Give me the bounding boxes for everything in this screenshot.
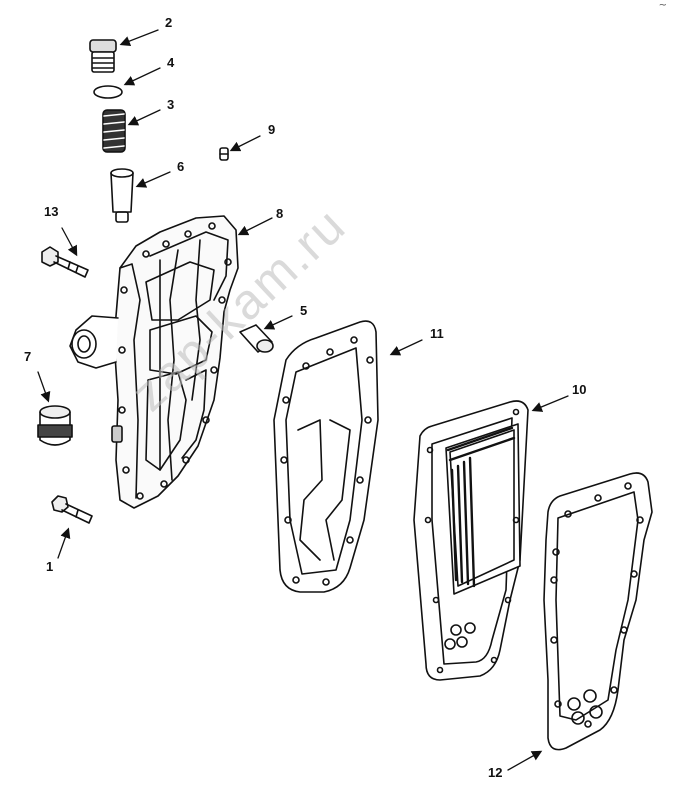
part-3-spring bbox=[102, 109, 126, 153]
part-7-plug bbox=[37, 405, 73, 446]
part-13-bolt bbox=[41, 246, 89, 278]
callout-13: 13 bbox=[44, 204, 59, 219]
callout-8: 8 bbox=[276, 206, 284, 221]
leader-lines bbox=[37, 29, 569, 771]
part-10-oil-cooler bbox=[413, 400, 529, 681]
callout-9: 9 bbox=[268, 122, 276, 137]
part-8-housing bbox=[69, 215, 239, 509]
corner-mark: ~ bbox=[658, 0, 667, 11]
callout-4: 4 bbox=[167, 55, 175, 70]
part-12-gasket bbox=[543, 472, 653, 751]
part-11-gasket bbox=[273, 320, 379, 593]
callout-2: 2 bbox=[165, 15, 173, 30]
callout-7: 7 bbox=[24, 349, 32, 364]
callout-5: 5 bbox=[300, 303, 308, 318]
callout-11: 11 bbox=[430, 326, 444, 341]
part-4-o-ring bbox=[93, 85, 123, 99]
callout-6: 6 bbox=[177, 159, 185, 174]
part-5-plug bbox=[239, 324, 274, 353]
callout-12: 12 bbox=[488, 765, 503, 780]
callout-10: 10 bbox=[572, 382, 587, 397]
part-2-plug bbox=[89, 39, 117, 73]
part-6-valve bbox=[110, 168, 134, 223]
callout-1: 1 bbox=[46, 559, 54, 574]
callout-3: 3 bbox=[167, 97, 175, 112]
part-1-bolt bbox=[51, 495, 93, 524]
part-9-plug bbox=[219, 147, 229, 161]
